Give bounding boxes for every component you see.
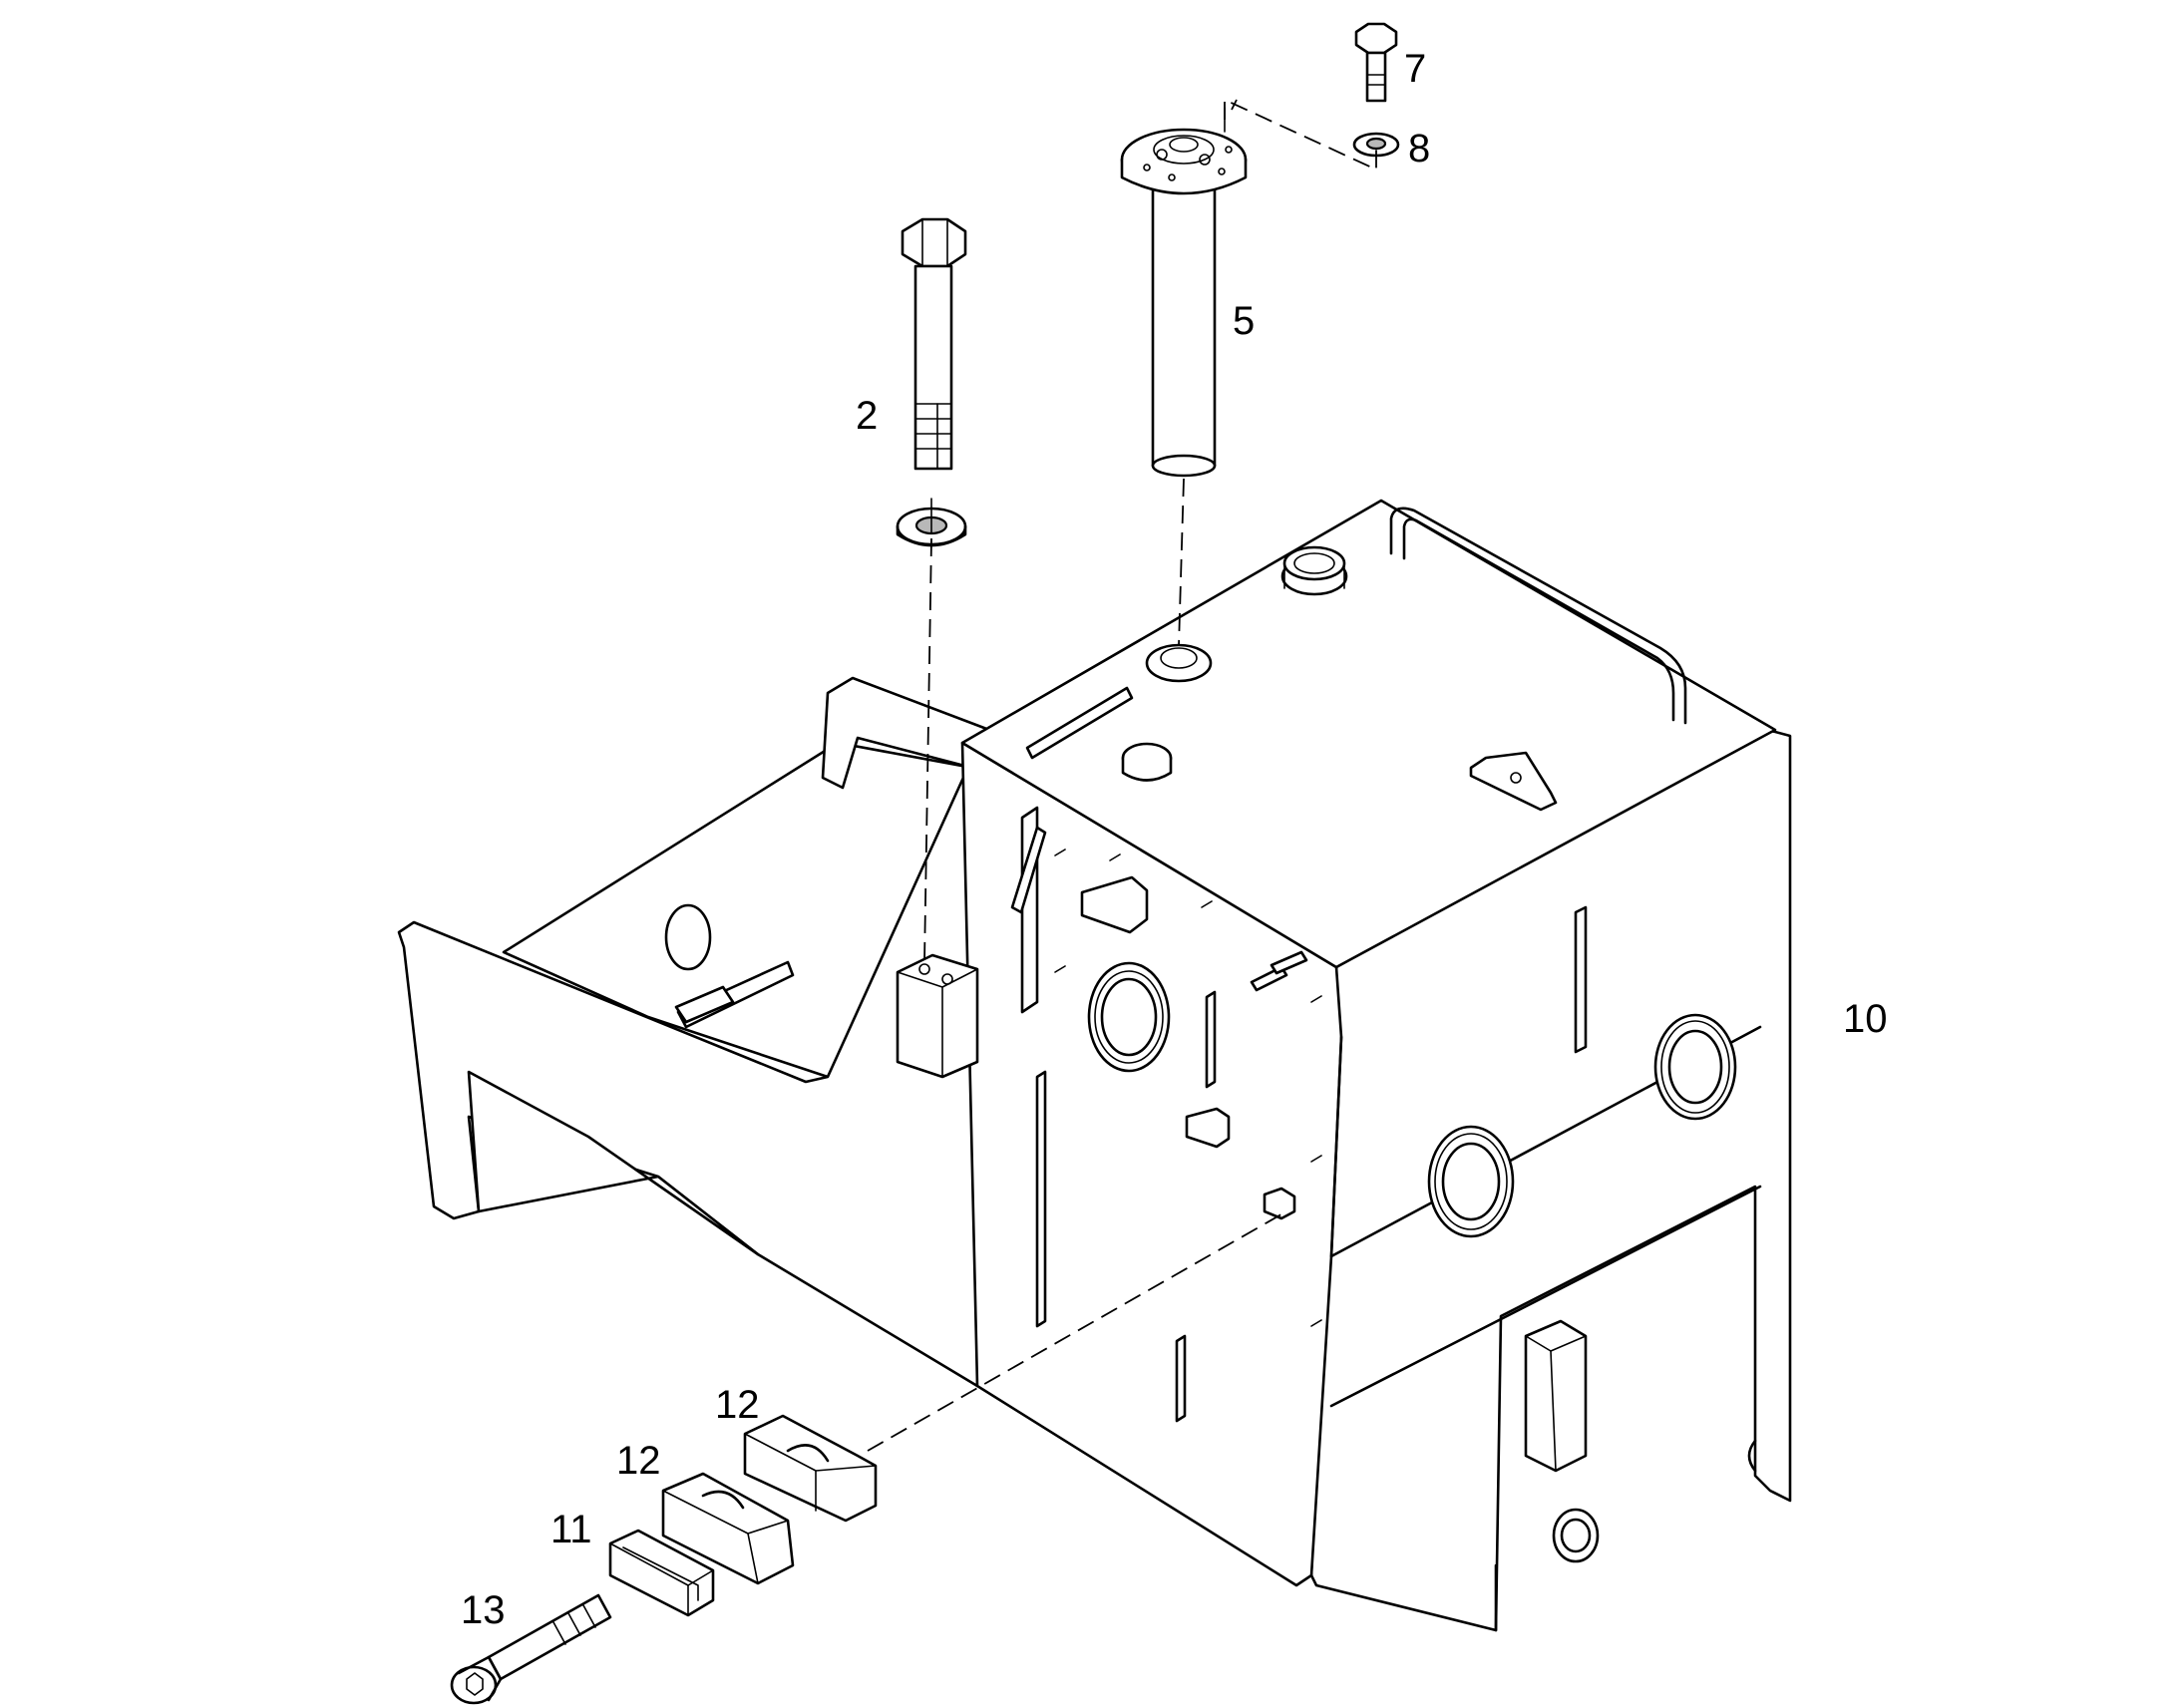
part-12-clamp-lower xyxy=(661,1472,795,1585)
part-7-screw xyxy=(1354,22,1398,103)
part-13-cap-screw xyxy=(450,1593,612,1705)
part-8-washer xyxy=(1352,132,1400,158)
callout-2: 2 xyxy=(856,394,878,438)
callout-5: 5 xyxy=(1233,299,1255,343)
part-5-sender xyxy=(1120,128,1248,478)
part-12-clamp-upper xyxy=(743,1414,878,1523)
front-bolts xyxy=(1054,849,1322,1327)
callout-12-lower: 12 xyxy=(616,1439,661,1483)
callout-11: 11 xyxy=(550,1508,592,1551)
callout-8: 8 xyxy=(1408,127,1430,171)
callout-13: 13 xyxy=(461,1588,506,1632)
callout-7: 7 xyxy=(1404,47,1426,91)
assembly-lines xyxy=(867,98,1377,1452)
callout-10: 10 xyxy=(1843,997,1888,1041)
tank-body xyxy=(960,499,1792,1632)
callouts: 2 5 7 8 10 11 12 12 13 xyxy=(461,47,1888,1632)
part-2-bolt xyxy=(901,217,967,471)
callout-12-upper: 12 xyxy=(715,1383,760,1427)
mount-block xyxy=(896,953,979,1079)
left-tray-frame xyxy=(397,676,999,1388)
part-11-plate xyxy=(608,1529,715,1617)
